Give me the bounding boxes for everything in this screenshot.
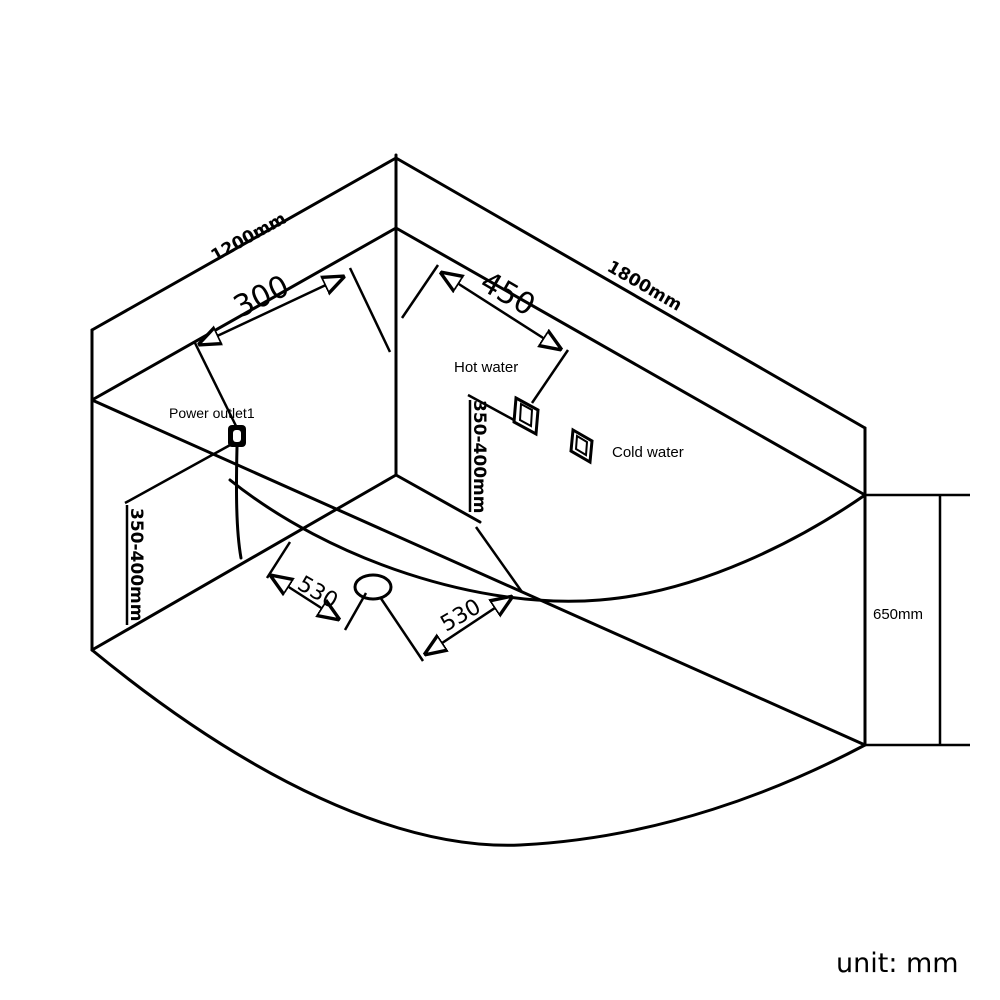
- drain-icon: [353, 573, 393, 601]
- width-right-label: 1800mm: [604, 257, 686, 316]
- power-outlet-icon: [228, 425, 246, 560]
- cold-water-pipe-icon: [569, 427, 594, 465]
- right-pipe-height-label: 350-400mm: [469, 400, 489, 513]
- drain-left-label: 530: [293, 572, 342, 615]
- hot-water-dimension: [400, 264, 570, 404]
- left-pipe-height-dimension: [124, 442, 233, 625]
- hot-water-label: Hot water: [454, 359, 518, 376]
- height-dimension: [865, 493, 970, 747]
- unit-label: unit: mm: [836, 948, 959, 979]
- width-left-label: 1200mm: [208, 209, 290, 267]
- drain-dimensions: [265, 526, 524, 662]
- power-outlet-label: Power outlet1: [169, 405, 255, 421]
- cold-water-label: Cold water: [612, 444, 684, 461]
- outlet-dimension: [193, 267, 392, 431]
- right-pipe-height-dimension: [467, 393, 515, 512]
- left-pipe-height-label: 350-400mm: [126, 508, 146, 621]
- hot-water-pipe-icon: [512, 395, 540, 437]
- height-label: 650mm: [873, 606, 923, 623]
